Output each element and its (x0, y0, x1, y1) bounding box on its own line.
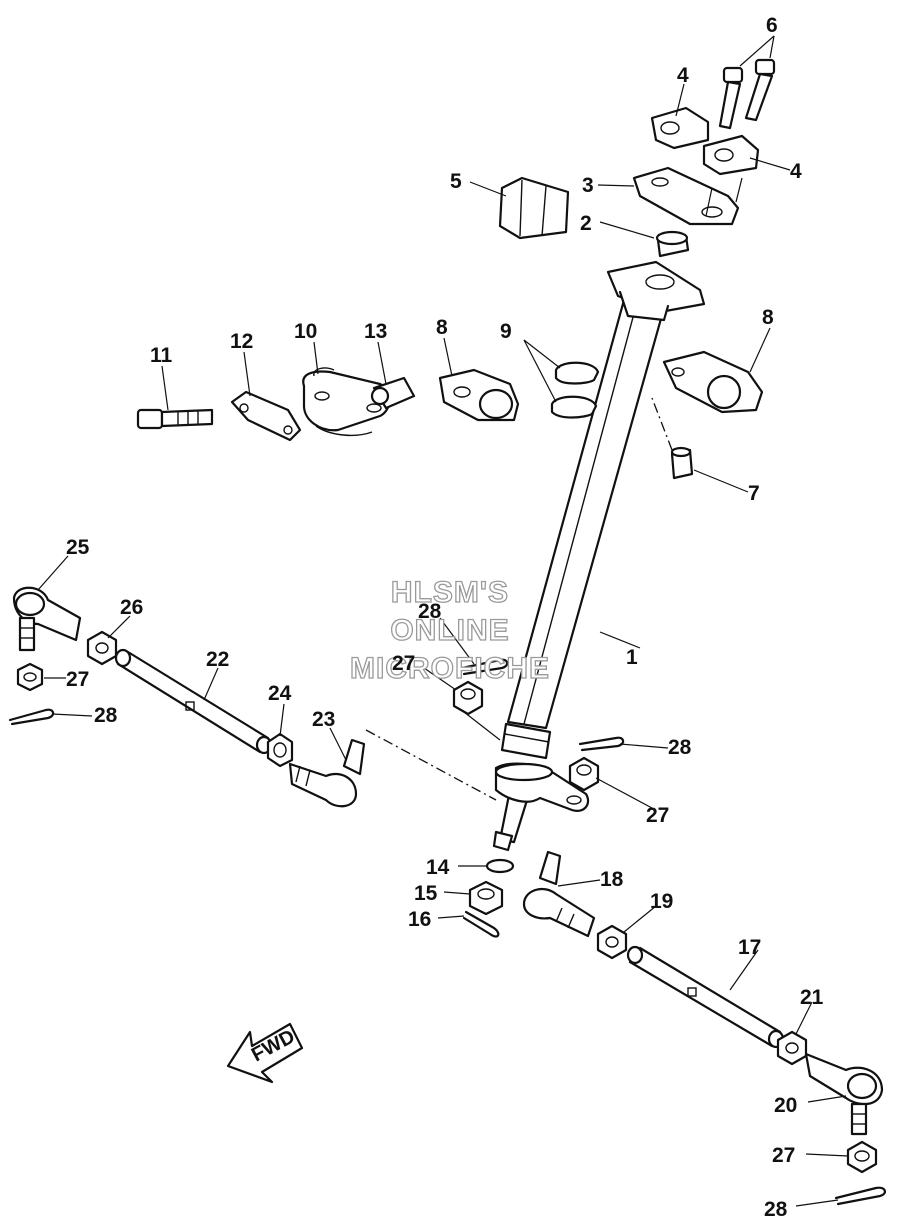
watermark-line-3: MICROFICHE (350, 652, 550, 685)
callout-16: 16 (408, 908, 431, 931)
watermark: HLSM'S ONLINE MICROFICHE (349, 575, 550, 685)
callout-28-right: 28 (668, 736, 692, 759)
callout-19: 19 (650, 890, 673, 913)
callout-24: 24 (268, 682, 292, 705)
nut-26-part (86, 630, 118, 666)
nut-19-part (596, 924, 628, 960)
handlebar-holder-part (632, 166, 740, 226)
nut-21-part (776, 1030, 808, 1066)
callout-28-left: 28 (94, 704, 118, 727)
damper-part (498, 176, 570, 240)
nut-27-center-part (452, 680, 501, 741)
bushing-part (655, 230, 690, 258)
nut-27-right-part (568, 756, 600, 792)
part-number-callouts: 1 2 3 4 4 5 6 7 8 8 9 10 11 12 13 14 15 … (66, 14, 824, 1221)
callout-27-center: 27 (392, 652, 415, 675)
callout-12: 12 (230, 330, 253, 353)
callout-6: 6 (766, 14, 778, 37)
nut-27-left-part (16, 662, 44, 692)
bolts-part (705, 58, 776, 217)
callout-28-bottom: 28 (764, 1198, 788, 1221)
callout-26: 26 (120, 596, 143, 619)
watermark-line-1: HLSM'S (391, 576, 509, 609)
cotter-pin-28-left-part (8, 708, 55, 726)
tie-rod-22-part (114, 648, 273, 755)
callout-4-right: 4 (790, 160, 802, 183)
cotter-pin-28-center-part (460, 658, 509, 676)
callout-22: 22 (206, 648, 229, 671)
callout-7: 7 (748, 482, 760, 505)
steering-column-part (492, 260, 706, 852)
callout-20: 20 (774, 1094, 797, 1117)
callout-14: 14 (426, 856, 450, 879)
callout-27-bottom: 27 (772, 1144, 795, 1167)
callout-3: 3 (582, 174, 594, 197)
nut-24-part (266, 732, 294, 768)
upper-holder-left-part (650, 106, 710, 150)
cotter-pin-28-right-part (578, 736, 625, 752)
callout-1: 1 (626, 646, 638, 669)
lower-holder-left-part (438, 368, 520, 422)
fwd-direction-arrow: FWD (226, 1022, 304, 1084)
lock-plate-part (230, 390, 302, 442)
collar-part (651, 397, 694, 480)
callout-9: 9 (500, 320, 512, 343)
watermark-line-2: ONLINE (390, 614, 509, 647)
nut-27-bottom-part (846, 1140, 878, 1174)
callout-8-left: 8 (436, 316, 448, 339)
cotter-pin-16-part (462, 910, 500, 938)
callout-11: 11 (150, 344, 173, 367)
sleeve-part (370, 376, 416, 410)
callout-18: 18 (600, 868, 624, 891)
rod-end-18-part (522, 850, 596, 938)
callout-21: 21 (800, 986, 824, 1009)
lower-holder-right-part (662, 350, 764, 414)
callout-13: 13 (364, 320, 387, 343)
upper-holder-right-part (702, 134, 760, 176)
callout-2: 2 (580, 212, 592, 235)
callout-17: 17 (738, 936, 761, 959)
bolt-11-part (136, 408, 214, 430)
callout-23: 23 (312, 708, 335, 731)
callout-15: 15 (414, 882, 438, 905)
callout-25: 25 (66, 536, 90, 559)
rod-end-23-part (288, 729, 497, 808)
leader-lines (37, 35, 849, 1207)
callout-27-left: 27 (66, 668, 89, 691)
plate-washers-part (550, 361, 600, 419)
rod-end-25-part (12, 586, 82, 652)
tie-rod-17-part (626, 945, 785, 1049)
callout-8-right: 8 (762, 306, 774, 329)
callout-4-top: 4 (677, 64, 689, 87)
nut-15-part (468, 880, 504, 916)
washer-14-part (485, 858, 515, 874)
callout-28-center: 28 (418, 600, 442, 623)
cotter-pin-28-bottom-part (834, 1186, 886, 1206)
rod-end-20-part (804, 1052, 884, 1136)
callout-10: 10 (294, 320, 317, 343)
callout-5: 5 (450, 170, 462, 193)
callout-27-right: 27 (646, 804, 669, 827)
